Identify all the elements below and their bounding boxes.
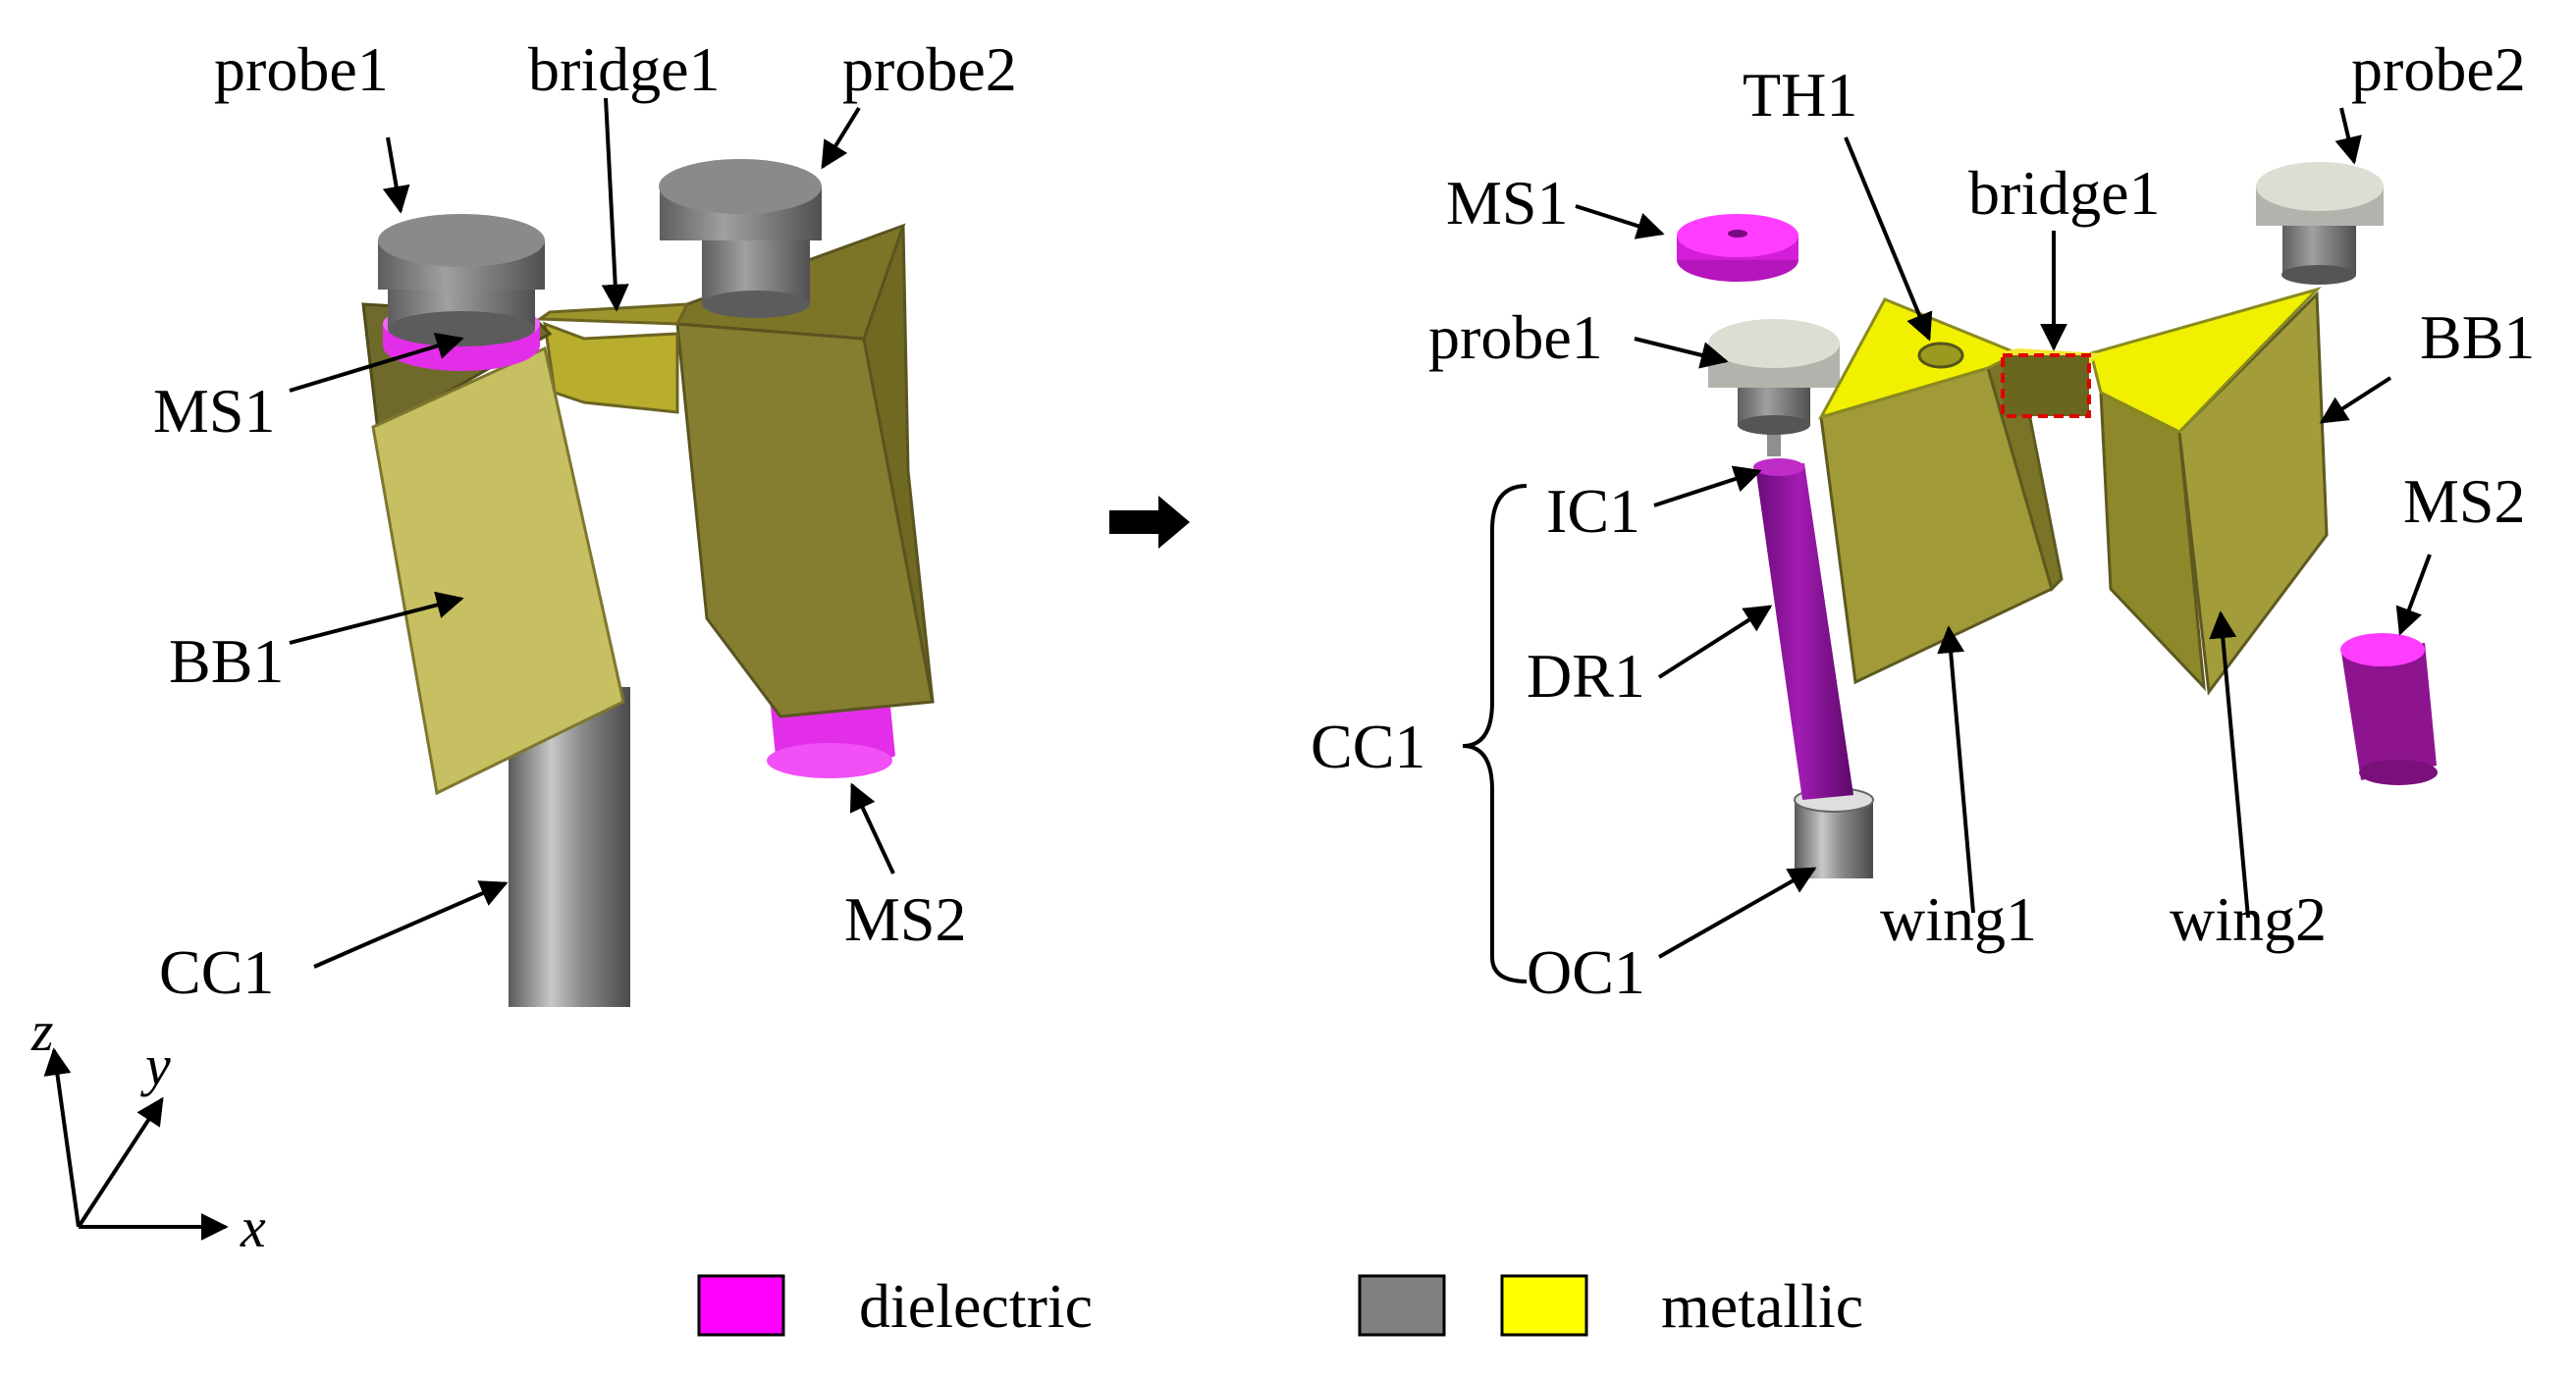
- legend-label-dielectric: dielectric: [859, 1271, 1093, 1341]
- legend-swatch-metallic-yellow: [1500, 1274, 1588, 1337]
- left-probe2: [659, 159, 822, 318]
- left-bridge-top: [535, 302, 690, 326]
- right-labels: TH1 probe2 MS1 bridge1 probe1 BB1 IC1 MS…: [1311, 34, 2535, 1007]
- transform-arrow-icon: [1109, 496, 1190, 549]
- right-label-probe1: probe1: [1428, 302, 1603, 372]
- axis-label-x: x: [240, 1195, 266, 1259]
- right-label-probe2: probe2: [2351, 34, 2526, 104]
- right-ms1-disk: [1677, 214, 1798, 282]
- left-bridge: [543, 321, 679, 414]
- left-label-bridge1: bridge1: [528, 34, 721, 104]
- legend-swatch-dielectric: [697, 1274, 785, 1337]
- right-label-bb1: BB1: [2420, 302, 2535, 372]
- right-label-wing1: wing1: [1880, 884, 2037, 954]
- right-label-th1: TH1: [1743, 60, 1857, 130]
- left-label-ms1: MS1: [153, 376, 276, 446]
- axes-triad: [43, 1047, 229, 1241]
- right-ic1-top: [1753, 458, 1804, 476]
- axis-label-y: y: [140, 1034, 171, 1097]
- left-label-probe1: probe1: [214, 34, 389, 104]
- right-probe2: [2256, 162, 2384, 285]
- right-label-ms1: MS1: [1446, 168, 1569, 238]
- right-ms2-cylinder: [2340, 633, 2438, 785]
- right-oc1-rod: [1795, 800, 1873, 878]
- right-label-ms2: MS2: [2403, 466, 2526, 536]
- legend-swatch-metallic-grey: [1358, 1274, 1446, 1337]
- right-th1-hole: [1917, 342, 1964, 369]
- right-probe1: [1708, 319, 1840, 456]
- right-assembly: [1462, 162, 2438, 983]
- legend: dielectric metallic: [697, 1271, 1863, 1341]
- right-cc1-brace: [1462, 484, 1528, 983]
- right-dr1-rod: [1755, 463, 1853, 800]
- right-label-cc1: CC1: [1311, 712, 1425, 781]
- left-label-bb1: BB1: [169, 626, 284, 696]
- right-label-oc1: OC1: [1527, 937, 1645, 1007]
- left-labels: probe1 bridge1 probe2 MS1 BB1 CC1 MS2: [153, 34, 1017, 1007]
- left-probe1: [378, 214, 545, 346]
- right-bridge1-box: [2001, 353, 2091, 418]
- right-label-ic1: IC1: [1546, 476, 1640, 546]
- leader-arrows: [289, 97, 2432, 969]
- left-label-cc1: CC1: [159, 937, 274, 1007]
- right-wing2-top: [2089, 287, 2322, 434]
- left-label-probe2: probe2: [842, 34, 1017, 104]
- legend-label-metallic: metallic: [1661, 1271, 1863, 1341]
- left-assembly: [361, 159, 935, 1007]
- right-wing2-front: [2177, 291, 2329, 696]
- left-bb1-wing: [371, 345, 625, 796]
- axis-label-z: z: [30, 999, 54, 1063]
- left-label-ms2: MS2: [844, 884, 967, 954]
- right-label-dr1: DR1: [1527, 641, 1645, 711]
- right-label-wing2: wing2: [2170, 884, 2327, 954]
- right-label-bridge1: bridge1: [1968, 158, 2161, 228]
